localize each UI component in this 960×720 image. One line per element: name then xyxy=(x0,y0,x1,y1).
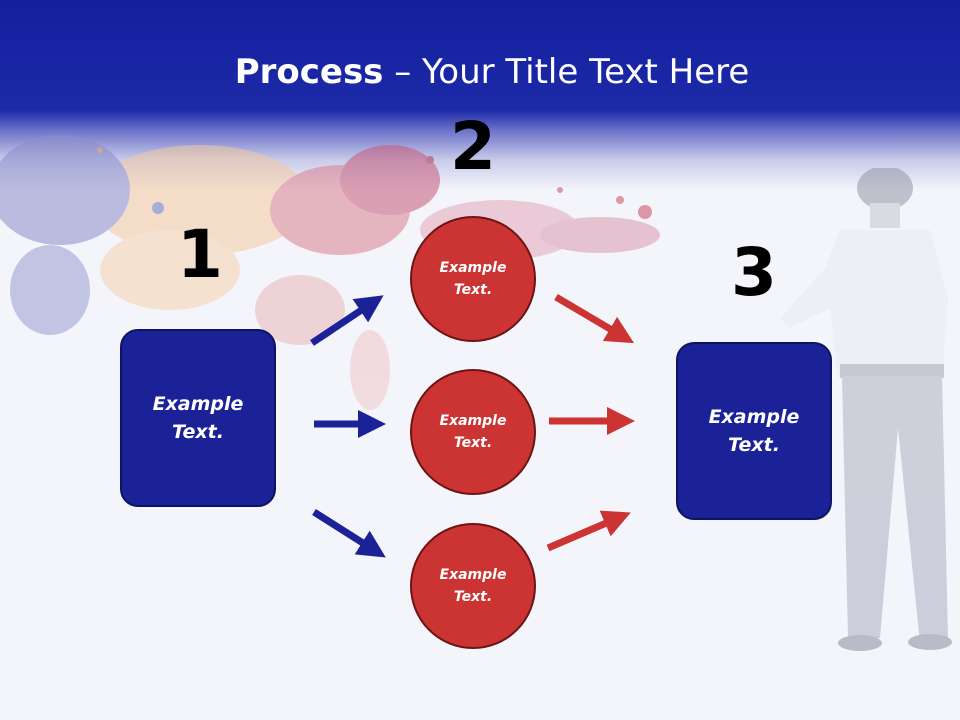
step-2-number: 2 xyxy=(450,108,496,185)
world-map-splash-image xyxy=(0,135,660,410)
right-step-box: Example Text. xyxy=(676,342,832,520)
step-1-number: 1 xyxy=(177,216,223,293)
arrow-down-blue xyxy=(312,509,386,558)
left-step-box: Example Text. xyxy=(120,329,276,507)
circle-top-text: Example Text. xyxy=(439,259,507,298)
step-3-number: 3 xyxy=(731,234,777,311)
circle-middle-text: Example Text. xyxy=(439,412,507,451)
right-box-text: Example Text. xyxy=(708,405,800,457)
arrow-down-red xyxy=(554,293,635,344)
slide-title: Process – Your Title Text Here xyxy=(0,52,960,92)
title-rest: – Your Title Text Here xyxy=(383,52,750,92)
circle-bottom: Example Text. xyxy=(410,523,536,649)
arrow-up-blue xyxy=(310,295,384,346)
left-box-text: Example Text. xyxy=(152,392,244,444)
circle-middle: Example Text. xyxy=(410,369,536,495)
title-strong: Process xyxy=(234,52,384,92)
circle-top: Example Text. xyxy=(410,216,536,342)
businessman-image xyxy=(780,168,952,651)
arrow-up-red xyxy=(546,510,631,552)
circle-bottom-text: Example Text. xyxy=(439,566,507,605)
